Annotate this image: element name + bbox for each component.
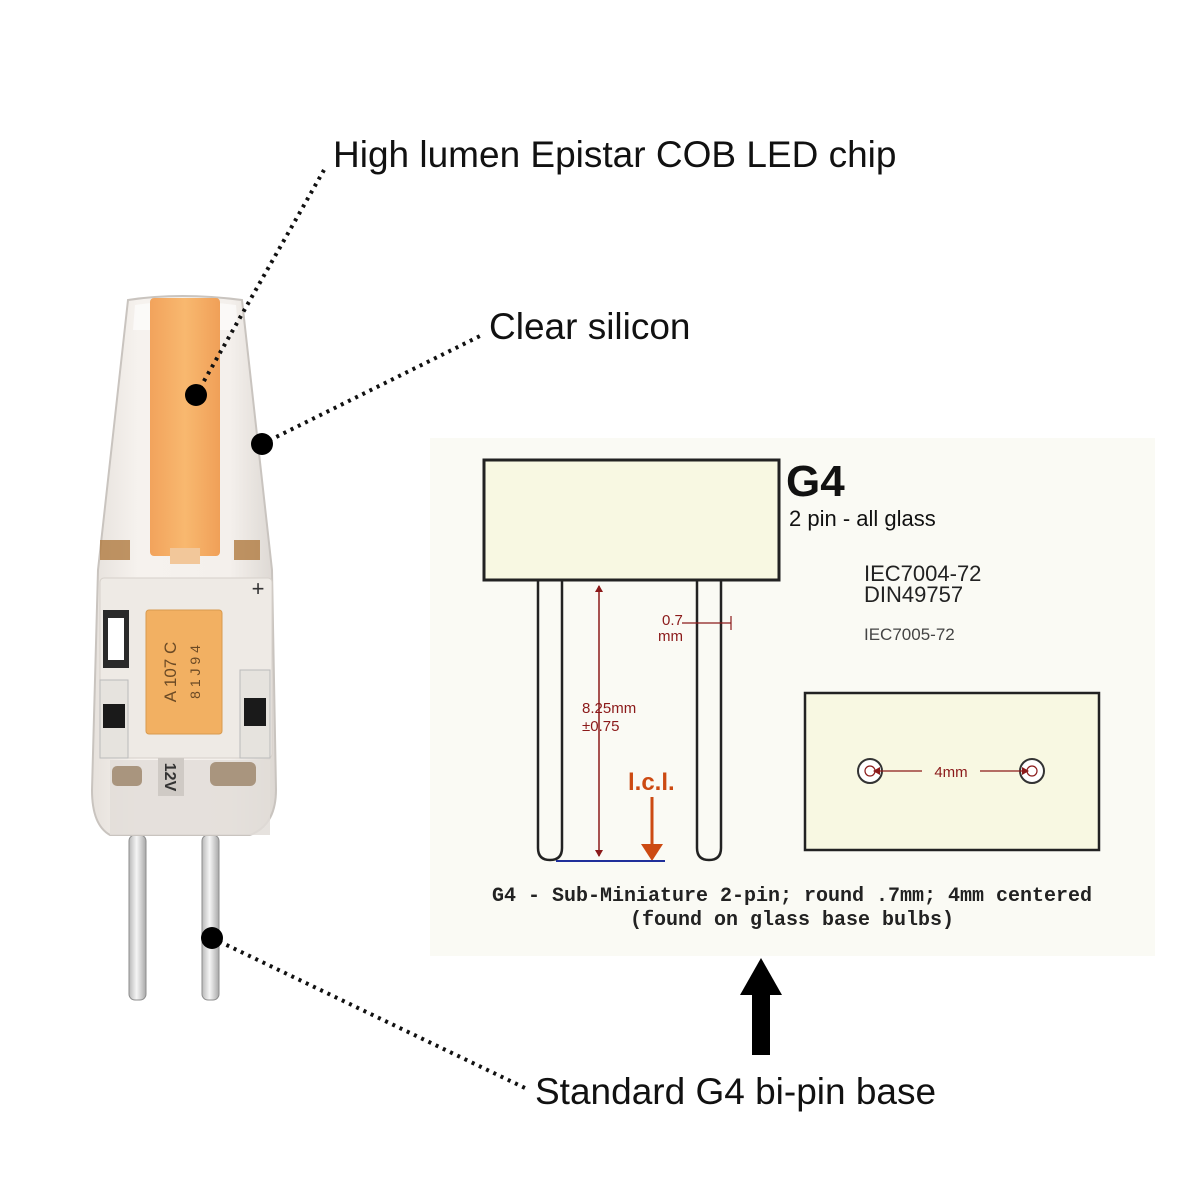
lcl-arrow-head xyxy=(641,844,663,861)
chip-base-tab xyxy=(170,548,200,564)
bulb-pin-left xyxy=(128,834,147,1001)
capacitor-marking-bottom: 8 1 J 9 4 xyxy=(187,645,203,699)
leader-dot-base xyxy=(201,927,223,949)
pin-diameter-value: 0.7 xyxy=(662,612,683,629)
up-arrow xyxy=(740,958,782,1055)
g4-spec-drawing: 8.25mm ±0.75 0.7 mm l.c.l. G4 2 pin - al… xyxy=(430,438,1155,956)
spec-bottom-view xyxy=(803,691,1101,852)
leader-dot-silicon xyxy=(251,433,273,455)
solder-pad-right xyxy=(234,540,260,560)
g4-led-bulb: A 107 C 8 1 J 9 4 + 12V xyxy=(90,295,278,1001)
up-arrow-shaft xyxy=(752,990,770,1055)
pin-length-tolerance: ±0.75 xyxy=(582,718,619,735)
spec-subtitle: 2 pin - all glass xyxy=(789,506,936,531)
spec-pin-left xyxy=(536,580,564,862)
pin-spacing-label: 4mm xyxy=(934,764,967,781)
cob-led-chip xyxy=(150,298,220,556)
spec-caption-line1: G4 - Sub-Miniature 2-pin; round .7mm; 4m… xyxy=(492,885,1092,908)
leader-line-chip xyxy=(194,169,326,396)
diode-left-body xyxy=(103,704,125,728)
tantalum-capacitor xyxy=(145,609,223,735)
solder-pad-left xyxy=(100,540,130,560)
spec-standard-din49757: DIN49757 xyxy=(864,582,963,607)
pin-length-value: 8.25mm xyxy=(582,700,636,717)
callout-base-label: Standard G4 bi-pin base xyxy=(535,1071,937,1112)
polarity-plus-marking: + xyxy=(252,576,265,601)
callout-silicon-label: Clear silicon xyxy=(489,306,691,347)
bulb-pin-right xyxy=(201,834,220,1001)
spec-pin-right xyxy=(695,580,723,862)
spec-caption-line2: (found on glass base bulbs) xyxy=(630,909,954,932)
resistor-left-top-pad xyxy=(108,618,124,660)
up-arrow-head xyxy=(740,958,782,995)
solder-joint-left xyxy=(112,766,142,786)
spec-lamp-cap xyxy=(482,458,781,582)
spec-title: G4 xyxy=(786,457,845,506)
diode-right-body xyxy=(244,698,266,726)
solder-joint-right xyxy=(210,762,256,786)
leader-line-silicon xyxy=(261,333,483,446)
lcl-label: l.c.l. xyxy=(628,769,675,796)
leader-line-base xyxy=(211,936,526,1090)
callout-leaders xyxy=(185,169,526,1090)
voltage-marking-box xyxy=(158,758,184,796)
spec-standard-iec7005: IEC7005-72 xyxy=(864,625,955,644)
pin-diameter-unit: mm xyxy=(658,628,683,645)
voltage-marking: 12V xyxy=(161,763,178,792)
spec-standard-iec7004: IEC7004-72 xyxy=(864,561,981,586)
callout-chip-label: High lumen Epistar COB LED chip xyxy=(333,134,897,175)
capacitor-marking-top: A 107 C xyxy=(161,642,180,703)
leader-dot-chip xyxy=(185,384,207,406)
